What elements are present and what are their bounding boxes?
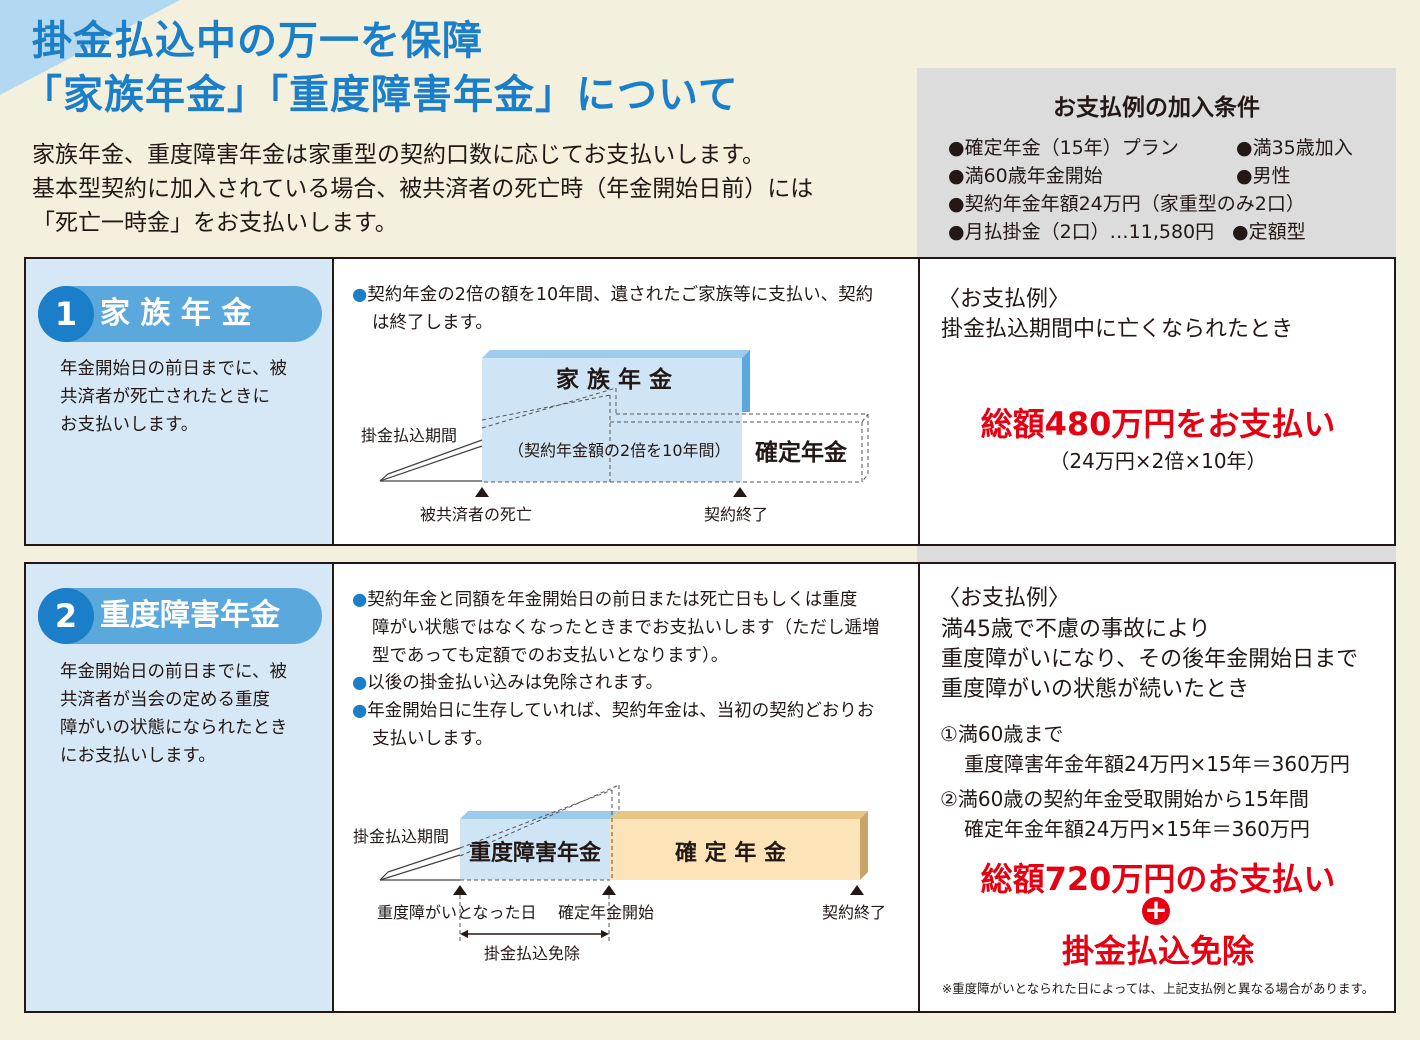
- intro-line: 基本型契約に加入されている場合、被共済者の死亡時（年金開始日前）には: [32, 176, 814, 202]
- diagram-box-label: 家 族 年 金: [556, 367, 673, 393]
- page-title: 掛金払込中の万一を保障: [32, 18, 483, 64]
- section-label: 家 族 年 金: [100, 296, 252, 331]
- diagram-marker-disability: 重度障がいとなった日: [377, 903, 537, 922]
- example-heading: 〈お支払例〉: [938, 287, 1071, 312]
- example-case: 満45歳で不慮の事故により: [941, 617, 1211, 642]
- bullet: ●以後の掛金払い込みは免除されます。: [352, 673, 664, 693]
- example-total: 総額720万円のお支払い: [980, 860, 1336, 898]
- diagram-waiver-label: 掛金払込免除: [484, 944, 581, 963]
- diagram-marker-death: 被共済者の死亡: [420, 505, 533, 524]
- section1-badge: 1 家 族 年 金: [38, 286, 322, 342]
- bullet: ●契約年金と同額を年金開始日の前日または死亡日もしくは重度: [352, 590, 858, 610]
- section-label: 重度障害年金: [100, 598, 280, 633]
- section-disability-pension: 2 重度障害年金 年金開始日の前日までに、被 共済者が当会の定める重度 障がいの…: [24, 562, 1396, 1013]
- diagram-dashed-label: 確定年金: [755, 440, 847, 466]
- example-heading: 〈お支払例〉: [938, 586, 1071, 611]
- condition-item: ●男性: [1236, 165, 1291, 187]
- example-case: 重度障がいの状態が続いたとき: [941, 677, 1250, 702]
- example-waiver: 掛金払込免除: [1061, 932, 1254, 970]
- section1-summary: 1 家 族 年 金 年金開始日の前日までに、被 共済者が死亡されたときに お支払…: [26, 259, 334, 544]
- diagram-box2-label: 確 定 年 金: [675, 841, 786, 866]
- condition-item: ●確定年金（15年）プラン: [948, 137, 1179, 159]
- bullet-cont: は終了します。: [372, 313, 493, 333]
- example-calc: （24万円×2倍×10年）: [1049, 449, 1267, 473]
- page-subtitle: 「家族年金」「重度障害年金」について: [22, 72, 739, 118]
- section-number: 1: [38, 286, 94, 342]
- plus-icon: +: [1142, 896, 1170, 925]
- example-case: 掛金払込期間中に亡くなられたとき: [941, 317, 1294, 342]
- example-case: 重度障がいになり、その後年金開始日まで: [941, 647, 1359, 672]
- corner-decoration: [0, 0, 180, 95]
- section-family-pension: 1 家 族 年 金 年金開始日の前日までに、被 共済者が死亡されたときに お支払…: [24, 257, 1396, 546]
- diagram-marker-end: 契約終了: [822, 903, 887, 922]
- intro-text: 家族年金、重度障害年金は家重型の契約口数に応じてお支払いします。 基本型契約に加…: [32, 138, 813, 240]
- condition-item: ●満60歳年金開始: [948, 165, 1103, 187]
- example-item: ①満60歳まで: [940, 722, 1064, 746]
- bullet-cont: 支払いします。: [372, 729, 493, 749]
- example-note: ※重度障がいとなられた日によっては、上記支払例と異なる場合があります。: [941, 981, 1375, 996]
- condition-item: ●定額型: [1232, 221, 1306, 243]
- condition-item: ●契約年金年額24万円（家重型のみ2口）: [948, 193, 1305, 215]
- condition-item: ●月払掛金（2口）…11,580円: [948, 221, 1215, 243]
- section2-badge: 2 重度障害年金: [38, 588, 322, 644]
- example-total: 総額480万円をお支払い: [980, 405, 1336, 443]
- condition-item: ●満35歳加入: [1236, 137, 1353, 159]
- diagram-marker-end: 契約終了: [704, 505, 769, 524]
- diagram-box1-label: 重度障害年金: [469, 841, 602, 866]
- diagram-box-sub: （契約年金額の2倍を10年間）: [508, 441, 731, 460]
- example-item: ②満60歳の契約年金受取開始から15年間: [940, 787, 1309, 811]
- intro-line: 家族年金、重度障害年金は家重型の契約口数に応じてお支払いします。: [32, 142, 766, 168]
- bullet: ●契約年金の2倍の額を10年間、遺されたご家族等に支払い、契約: [352, 285, 874, 305]
- diagram-period-label: 掛金払込期間: [353, 827, 450, 846]
- example-item-calc: 重度障害年金年額24万円×15年＝360万円: [964, 752, 1350, 776]
- bullet-cont: 障がい状態ではなくなったときまでお支払いします（ただし逓増: [372, 618, 880, 638]
- example-item-calc: 確定年金年額24万円×15年＝360万円: [964, 817, 1310, 841]
- bullet: ●年金開始日に生存していれば、契約年金は、当初の契約どおりお: [352, 701, 875, 721]
- conditions-title: お支払例の加入条件: [1053, 95, 1260, 121]
- diagram-marker-start: 確定年金開始: [558, 903, 655, 922]
- bullet-cont: 型であっても定額でのお支払いとなります）。: [372, 646, 729, 666]
- diagram-period-label: 掛金払込期間: [361, 426, 458, 445]
- section-description: 年金開始日の前日までに、被 共済者が当会の定める重度 障がいの状態になられたとき…: [60, 662, 288, 766]
- section-description: 年金開始日の前日までに、被 共済者が死亡されたときに お支払いします。: [60, 359, 287, 435]
- intro-line: 「死亡一時金」をお支払いします。: [32, 210, 398, 236]
- section-number: 2: [38, 588, 94, 644]
- section2-summary: 2 重度障害年金 年金開始日の前日までに、被 共済者が当会の定める重度 障がいの…: [26, 564, 334, 1011]
